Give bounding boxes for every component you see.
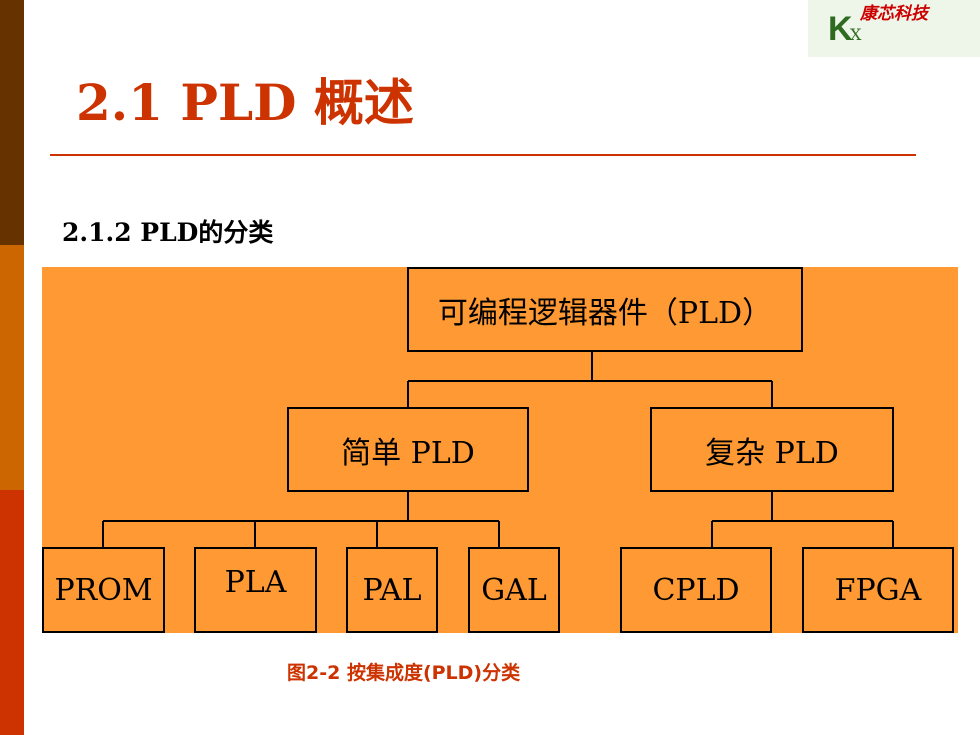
figure-caption: 图2-2 按集成度(PLD)分类 (287, 662, 521, 684)
side-bar-middle (0, 245, 24, 490)
side-bar-bottom (0, 490, 24, 735)
logo-mark: K (828, 10, 853, 48)
node-simple-pld: 简单 PLD (287, 407, 529, 492)
node-gal: GAL (468, 547, 560, 633)
title-divider (50, 154, 916, 156)
logo-text: 康芯科技 (860, 4, 928, 24)
node-prom: PROM (42, 547, 165, 633)
connector-lines (102, 352, 894, 547)
company-logo: K X 康芯科技 (808, 0, 980, 57)
logo-mark-sub: X (850, 25, 862, 44)
node-cpld: CPLD (620, 547, 772, 633)
pld-classification-diagram: 可编程逻辑器件（PLD） 简单 PLD 复杂 PLD PROM PLA PAL … (42, 267, 958, 633)
section-subtitle: 2.1.2 PLD的分类 (62, 218, 274, 247)
node-complex-pld: 复杂 PLD (650, 407, 894, 492)
node-pal: PAL (346, 547, 438, 633)
node-pld-root: 可编程逻辑器件（PLD） (407, 267, 803, 352)
node-fpga: FPGA (802, 547, 954, 633)
side-bar-top (0, 0, 24, 245)
slide-title: 2.1 PLD 概述 (76, 73, 414, 132)
node-pla: PLA (194, 547, 317, 633)
